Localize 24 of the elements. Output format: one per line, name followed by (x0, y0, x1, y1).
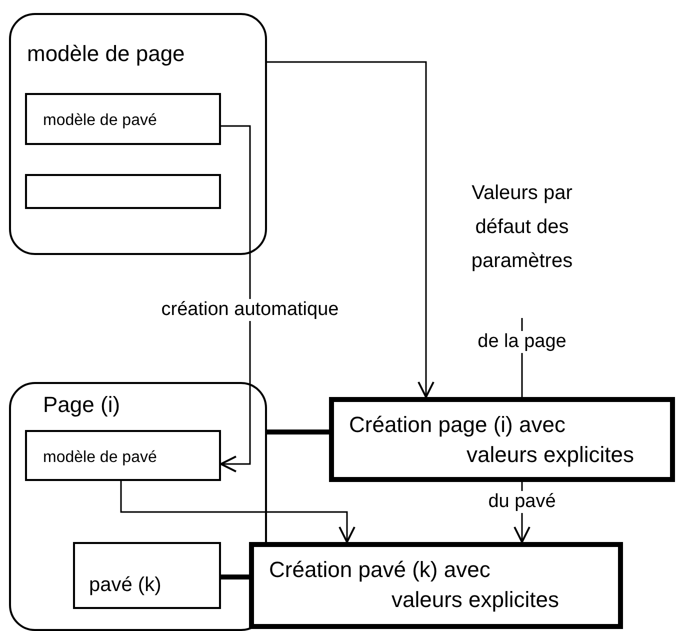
edge-label: du pavé (486, 491, 558, 513)
node-text: Création page (i) avec valeurs explicites (349, 411, 634, 469)
node-text: pavé (k) (89, 573, 162, 598)
node-text: modèle de page (27, 40, 185, 68)
connector-line (221, 574, 249, 580)
process-box (25, 93, 221, 145)
edge-label: création automatique (159, 299, 341, 321)
arrow (120, 481, 356, 543)
container-box (9, 13, 267, 255)
node-text: Page (i) (43, 391, 120, 419)
connector-line (267, 430, 329, 434)
node-text: modèle de pavé (43, 448, 157, 468)
empty-box (25, 174, 221, 209)
edge-label: de la page (476, 331, 568, 353)
process-box (249, 542, 623, 629)
node-text: Création pavé (k) avec valeurs explicites (269, 556, 559, 614)
annotation-text: Valeurs par défaut des paramètres (470, 181, 574, 274)
node-text: modèle de pavé (43, 111, 157, 131)
arrow (219, 125, 251, 472)
process-box (73, 542, 221, 609)
arrow (267, 61, 434, 398)
process-box (329, 397, 675, 482)
process-box (25, 430, 221, 481)
container-box (9, 382, 267, 631)
